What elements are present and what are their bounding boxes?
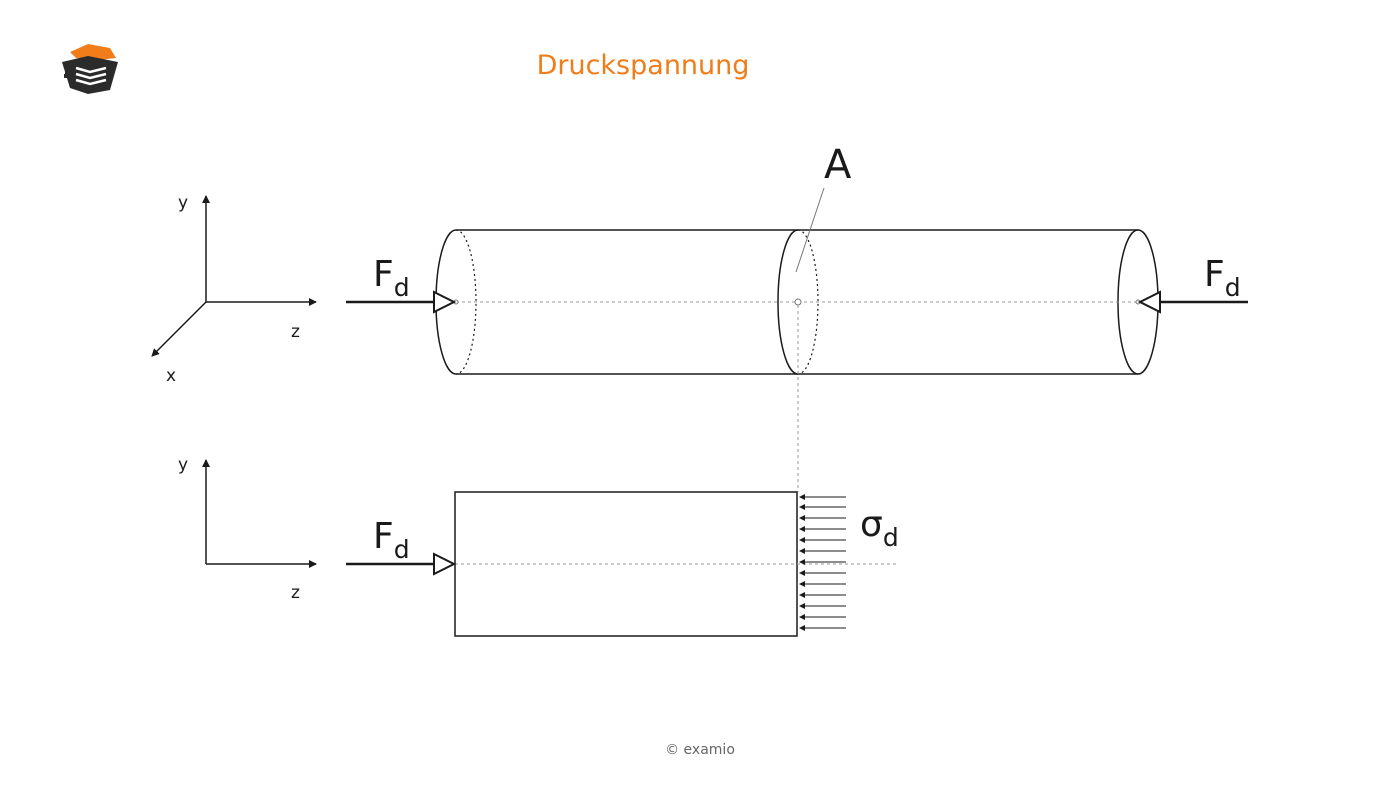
svg-text:Fd: Fd xyxy=(373,516,410,564)
stress-label-main: σ xyxy=(860,504,883,545)
bottom-coordinate-system: y z xyxy=(178,455,317,603)
cylinder-force-right-sub: d xyxy=(1225,273,1241,302)
cylinder-force-left-sub: d xyxy=(394,273,410,302)
free-body-force-left-sub: d xyxy=(394,535,410,564)
bottom-y-label: y xyxy=(178,455,188,475)
area-label-group: A xyxy=(795,142,852,273)
page-title: Druckspannung xyxy=(536,50,750,81)
area-label: A xyxy=(824,142,852,188)
svg-text:Fd: Fd xyxy=(373,254,410,302)
top-z-label: z xyxy=(291,322,300,342)
free-body-force-left-arrowhead xyxy=(433,552,457,576)
stress-label: σd xyxy=(860,504,899,552)
free-body-rectangle xyxy=(454,491,898,637)
svg-text:Fd: Fd xyxy=(1204,254,1241,302)
top-y-label: y xyxy=(178,193,188,213)
cylinder-force-left-arrowhead xyxy=(433,290,457,314)
top-x-label: x xyxy=(166,366,176,386)
free-body-force-left-main: F xyxy=(373,516,394,557)
stress-arrows xyxy=(799,494,846,631)
cylinder-force-right-main: F xyxy=(1204,254,1225,295)
bottom-z-label: z xyxy=(291,583,300,603)
examio-logo xyxy=(62,44,118,94)
copyright-notice: © examio xyxy=(665,742,735,758)
cross-section-a xyxy=(777,229,799,375)
cylinder-force-right: Fd xyxy=(1137,254,1248,314)
cylinder-force-left: Fd xyxy=(346,254,457,314)
area-leader-line xyxy=(795,187,825,273)
free-body-force-left: Fd xyxy=(346,516,457,576)
top-x-axis xyxy=(151,301,207,357)
cylinder-force-right-arrowhead xyxy=(1137,290,1161,314)
top-coordinate-system: y z x xyxy=(151,193,317,386)
cylinder-force-left-main: F xyxy=(373,254,394,295)
cylinder xyxy=(435,229,1159,375)
stress-label-sub: d xyxy=(883,523,899,552)
